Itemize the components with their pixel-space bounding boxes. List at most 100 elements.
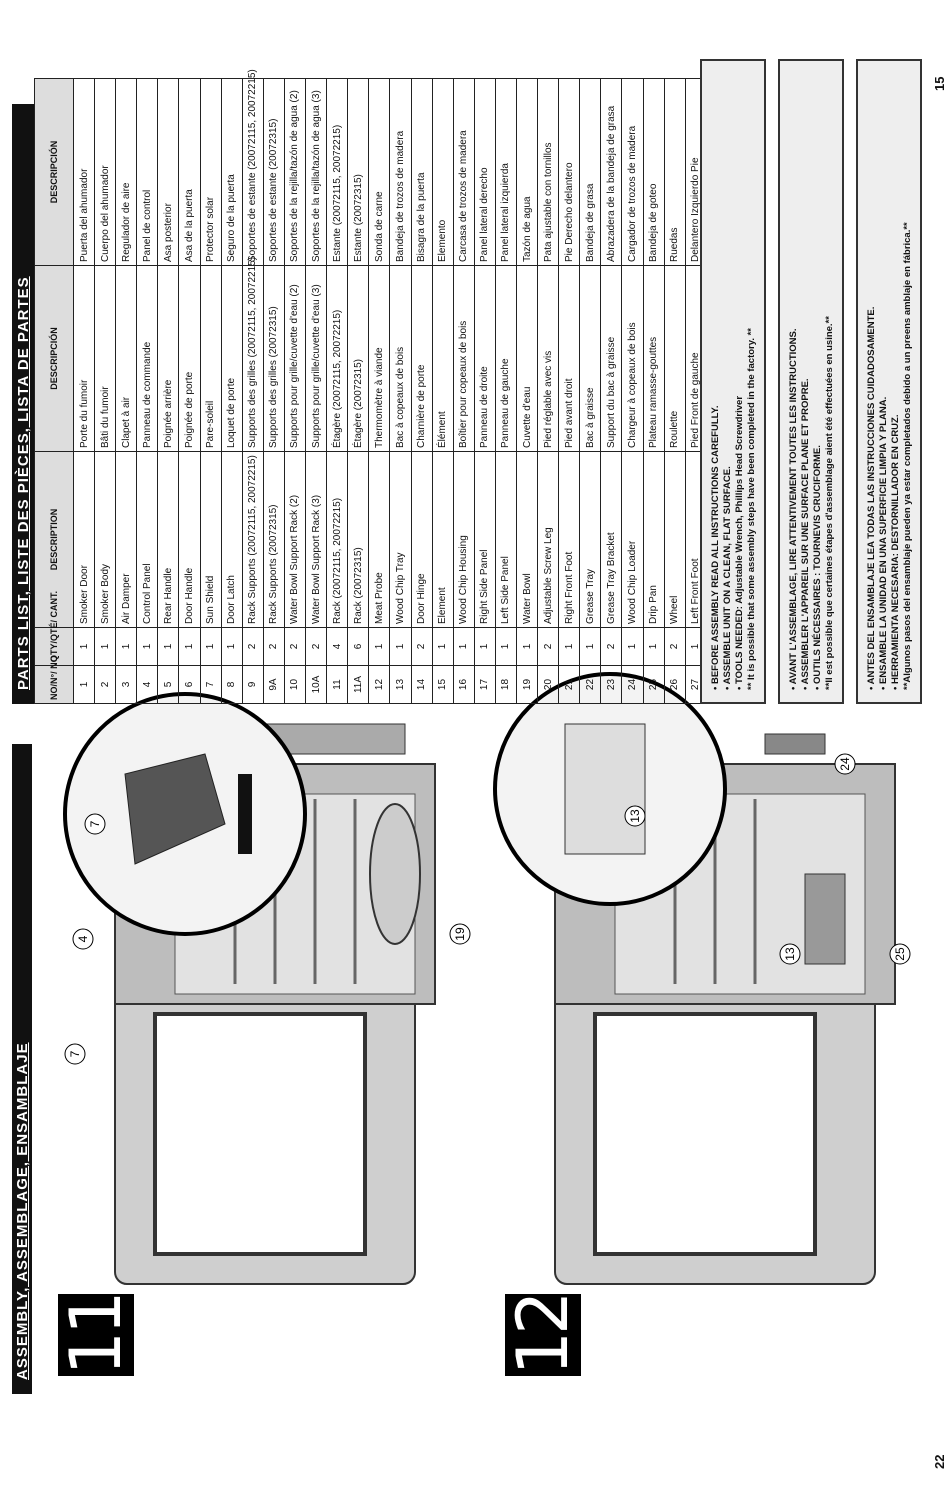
- cell-qty: 1: [453, 627, 475, 666]
- parts-table: NO/N°/ NO QTY/QTÉ/ CANT. DESCRIPTION DES…: [34, 69, 707, 704]
- note-line: • OUTILS NÉCESSAIRES : TOURNEVIS CRUCIFO…: [812, 445, 823, 690]
- callouts-step-12: 13 13 24 25: [624, 753, 911, 965]
- callout-24: 24: [838, 757, 852, 771]
- cell-fr: Panneau de droite: [474, 265, 496, 452]
- cell-en: Meat Probe: [368, 451, 390, 628]
- cell-es: Puerta del ahumador: [73, 78, 95, 266]
- col-no: NO/N°/ NO: [34, 655, 74, 704]
- note-line: **Algunos pasos del ensamblaje pueden ya…: [902, 222, 913, 690]
- cell-en: Adjustable Screw Leg: [537, 451, 559, 628]
- cell-es: Panel lateral derecho: [474, 78, 496, 266]
- step-12-number: 12: [502, 1294, 584, 1376]
- cell-no: 7: [200, 665, 222, 704]
- cell-fr: Étagère (20072115, 20072215): [326, 265, 348, 452]
- cell-es: Abrazadera de la bandeja de grasa: [600, 78, 622, 266]
- cell-no: 10: [284, 665, 306, 704]
- cell-en: Rack (20072115, 20072215): [326, 451, 348, 628]
- cell-es: Tazón de agua: [516, 78, 538, 266]
- cell-no: 6: [178, 665, 201, 704]
- cell-en: Grease Tray: [579, 451, 601, 628]
- cell-fr: Roulette: [664, 265, 686, 452]
- cell-es: Soportes de estante (20072315): [263, 78, 285, 266]
- cell-no: 18: [495, 665, 517, 704]
- cell-es: Asa posterior: [157, 78, 179, 266]
- cell-no: 1: [73, 665, 95, 704]
- note-line: ** It is possible that some assembly ste…: [746, 328, 757, 690]
- cell-no: 23: [600, 665, 622, 704]
- water-bowl: [369, 803, 421, 945]
- note-line: • TOOLS NEEDED: Adjustable Wrench, Phill…: [734, 395, 745, 690]
- cell-qty: 2: [600, 627, 622, 666]
- cell-no: 9: [242, 665, 264, 704]
- cell-no: 15: [432, 665, 454, 704]
- note-french: • AVANT L'ASSEMBLAGE, LIRE ATTENTIVEMENT…: [778, 59, 844, 704]
- callout-13b: 13: [783, 947, 797, 961]
- note-line: **Il est possible que certaines étapes d…: [824, 316, 835, 690]
- cell-es: Soportes de estante (20072115, 20072215): [242, 69, 264, 266]
- cell-en: Control Panel: [136, 451, 158, 628]
- cell-qty: 1: [136, 627, 158, 666]
- cell-es: Estante (20072315): [347, 78, 369, 266]
- cell-en: Right Side Panel: [474, 451, 496, 628]
- cell-no: 2: [94, 665, 116, 704]
- cell-qty: 2: [411, 627, 433, 666]
- cell-en: Drip Pan: [643, 451, 665, 628]
- page-number-left: 22: [932, 1454, 947, 1469]
- col-desc-fr: DESCRIPCIÓN: [34, 265, 74, 452]
- cell-no: 11A: [347, 665, 369, 704]
- cell-en: Wood Chip Housing: [453, 451, 475, 628]
- cell-es: Estante (20072115, 20072215): [326, 78, 348, 266]
- cell-qty: 2: [284, 627, 306, 666]
- cell-no: 26: [664, 665, 686, 704]
- note-english: • BEFORE ASSEMBLY READ ALL INSTRUCTIONS …: [700, 59, 766, 704]
- cell-qty: 6: [347, 627, 369, 666]
- callout-4: 4: [76, 935, 90, 942]
- cell-qty: 1: [558, 627, 580, 666]
- page-number-right: 15: [932, 76, 947, 91]
- note-spanish: • ANTES DEL ENSAMBLAJE LEA TODAS LAS INS…: [856, 59, 922, 704]
- cell-no: 9A: [263, 665, 285, 704]
- cell-no: 21: [558, 665, 580, 704]
- cell-fr: Panneau de commande: [136, 265, 158, 452]
- sun-shield-detail: [124, 753, 226, 865]
- note-line: • ASSEMBLER L'APPAREIL SUR UNE SURFACE P…: [800, 378, 811, 690]
- door-window: [153, 1012, 367, 1256]
- cell-es: Protector solar: [200, 78, 222, 266]
- door-window: [593, 1012, 817, 1256]
- cell-qty: 1: [200, 627, 222, 666]
- cell-no: 25: [643, 665, 665, 704]
- cell-fr: Charnière de porte: [411, 265, 433, 452]
- cell-en: Wood Chip Loader: [621, 451, 644, 628]
- cell-qty: 1: [73, 627, 95, 666]
- cell-qty: 1: [495, 627, 517, 666]
- cell-es: Panel lateral izquierda: [495, 78, 517, 266]
- cell-es: Soportes de la rejilla/tazón de agua (2): [284, 78, 306, 266]
- cell-fr: Chargeur à copeaux de bois: [621, 265, 644, 452]
- cell-en: Smoker Body: [94, 451, 116, 628]
- cell-fr: Panneau de gauche: [495, 265, 517, 452]
- cell-no: 8: [221, 665, 243, 704]
- cell-fr: Thermomètre à viande: [368, 265, 390, 452]
- cell-qty: 1: [432, 627, 454, 666]
- wood-chip-loader: [764, 733, 826, 755]
- cell-en: Rack (20072315): [347, 451, 369, 628]
- cell-en: Water Bowl Support Rack (2): [284, 451, 306, 628]
- cell-fr: Poignée arrière: [157, 265, 179, 452]
- cell-no: 24: [621, 665, 644, 704]
- cell-en: Right Front Foot: [558, 451, 580, 628]
- cell-fr: Pied avant droit: [558, 265, 580, 452]
- note-line: • HERRAMIENTA NECESARIA: DESTORNILLADOR …: [890, 414, 901, 691]
